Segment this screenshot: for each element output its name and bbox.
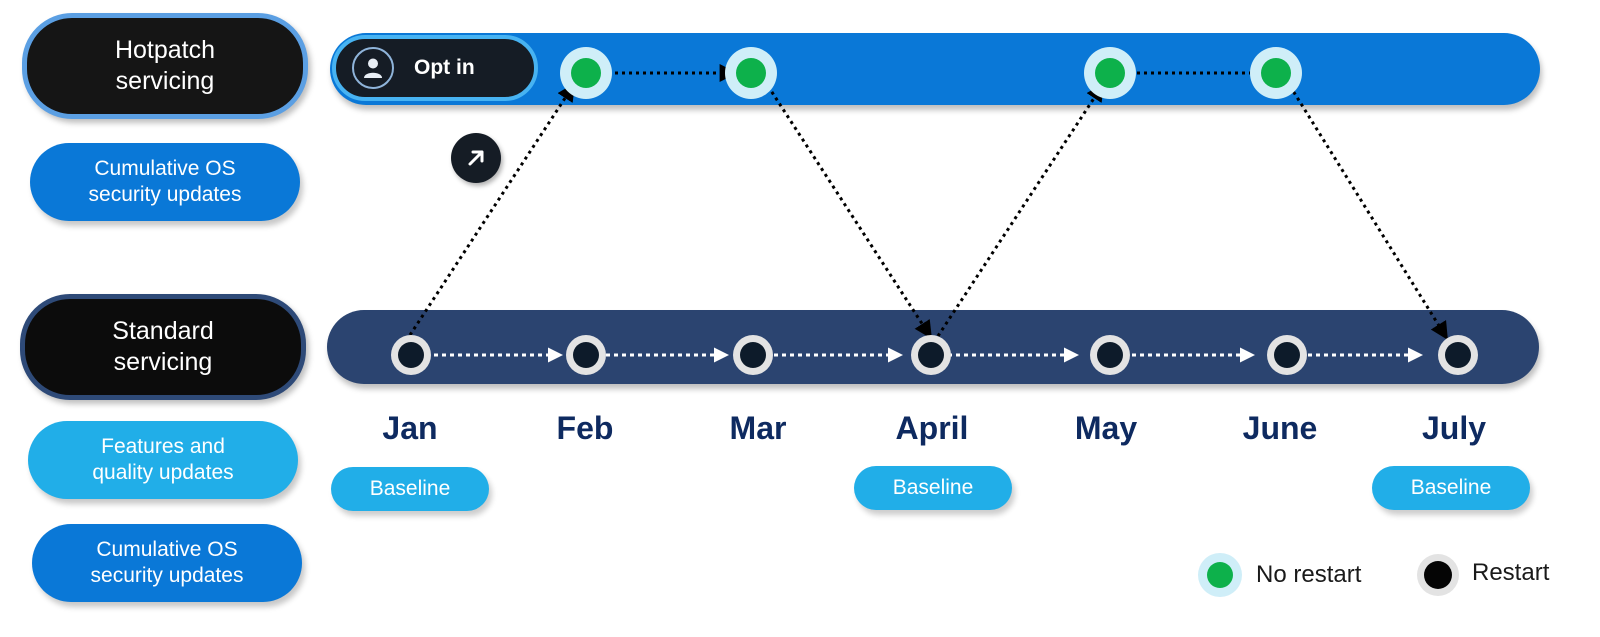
flow-mar-to-april-standard: [766, 85, 932, 340]
month-label-july: July: [1421, 410, 1487, 446]
month-label-june: June: [1242, 410, 1318, 446]
baseline-badge-jan: Baseline: [331, 467, 489, 511]
hotpatch-updates-text: Cumulative OS security updates: [88, 156, 242, 206]
baseline-badge-april: Baseline: [854, 466, 1012, 510]
opt-in-button[interactable]: Opt in: [332, 35, 538, 101]
standard-updates-text: Cumulative OS security updates: [90, 537, 244, 587]
no-restart-dot-june: [1250, 47, 1302, 99]
restart-dot-june: [1267, 335, 1307, 375]
hotpatch-servicing-text: Hotpatch servicing: [114, 35, 216, 95]
standard-updates-label: Cumulative OS security updates: [32, 524, 302, 602]
month-label-jan: Jan: [382, 410, 438, 446]
features-updates-label: Features and quality updates: [28, 421, 298, 499]
flow-june-to-july-standard: [1288, 85, 1448, 341]
restart-dot-july: [1438, 335, 1478, 375]
no-restart-dot-mar: [725, 47, 777, 99]
restart-dot-may: [1090, 335, 1130, 375]
user-icon: [352, 47, 394, 89]
baseline-badge-july: Baseline: [1372, 466, 1530, 510]
legend-restart-icon: [1417, 554, 1459, 596]
restart-dot-mar: [733, 335, 773, 375]
restart-dot-feb: [566, 335, 606, 375]
features-updates-text: Features and quality updates: [92, 434, 234, 484]
month-label-feb: Feb: [556, 410, 614, 446]
flow-jan-to-feb-hotpatch: [408, 82, 575, 336]
arrow-up-right-icon: [451, 133, 501, 183]
hotpatch-servicing-label: Hotpatch servicing: [22, 13, 308, 119]
no-restart-dot-feb: [560, 47, 612, 99]
no-restart-dot-may: [1084, 47, 1136, 99]
standard-servicing-text: Standard servicing: [112, 316, 214, 376]
month-label-mar: Mar: [729, 410, 787, 446]
legend-no-restart-icon: [1198, 553, 1242, 597]
legend-restart-label: Restart: [1472, 559, 1550, 586]
month-label-may: May: [1074, 410, 1138, 446]
restart-dot-april: [911, 335, 951, 375]
month-label-april: April: [895, 410, 969, 446]
opt-in-label: Opt in: [414, 56, 475, 79]
legend-no-restart-label: No restart: [1256, 561, 1362, 588]
standard-servicing-label: Standard servicing: [20, 294, 306, 400]
flow-april-to-may-hotpatch: [936, 82, 1104, 337]
restart-dot-jan: [391, 335, 431, 375]
hotpatch-updates-label: Cumulative OS security updates: [30, 143, 300, 221]
